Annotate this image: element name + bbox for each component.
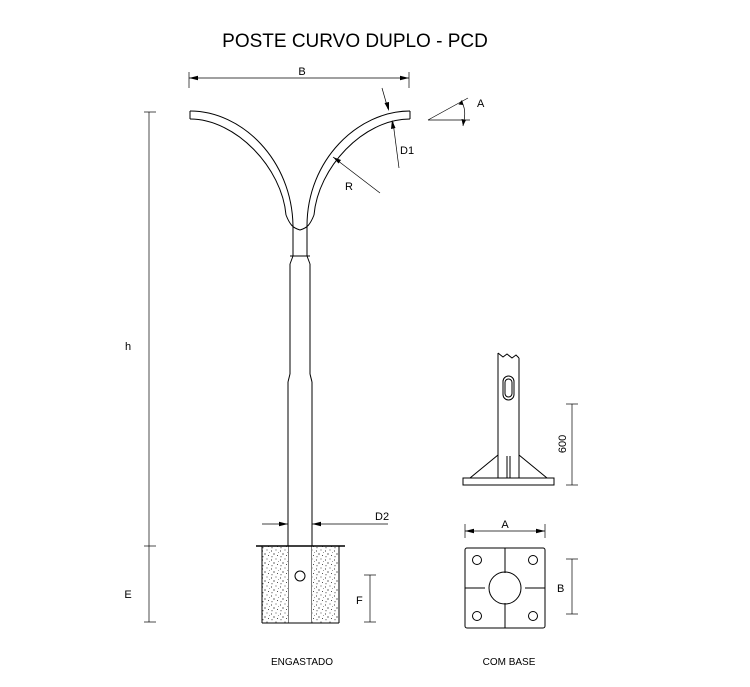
- label-b-base: B: [557, 583, 564, 595]
- label-600: 600: [557, 435, 569, 453]
- base-plate-plan: [464, 547, 546, 629]
- main-pole-view: B: [124, 66, 485, 668]
- dimension-f: F: [356, 574, 376, 623]
- label-r: R: [345, 181, 353, 193]
- dimension-a-base: A: [464, 519, 546, 538]
- label-f: F: [356, 595, 363, 607]
- angle-a: A: [427, 97, 485, 127]
- label-h: h: [125, 341, 131, 353]
- dimension-b-base: B: [557, 558, 578, 615]
- label-a-base: A: [501, 519, 509, 531]
- caption-com-base: COM BASE: [483, 657, 536, 668]
- label-a-angle: A: [477, 98, 485, 110]
- label-d1: D1: [400, 145, 414, 157]
- label-b-top: B: [298, 66, 305, 78]
- base-detail-view: 600 A B: [462, 352, 578, 668]
- foundation: [256, 545, 345, 624]
- dimension-r: R: [332, 156, 381, 194]
- dimension-d1: D1: [381, 87, 414, 169]
- drawing-title: POSTE CURVO DUPLO - PCD: [222, 31, 488, 52]
- dimension-h-e: h E: [124, 111, 156, 623]
- label-e: E: [124, 589, 131, 601]
- label-d2: D2: [375, 511, 389, 523]
- dimension-600: 600: [557, 403, 578, 486]
- caption-engastado: ENGASTADO: [271, 657, 333, 668]
- dimension-d2: D2: [262, 511, 389, 527]
- curved-arms: [189, 110, 411, 257]
- dimension-b-top: B: [188, 66, 410, 88]
- base-side-elevation: [462, 352, 555, 486]
- pole-shaft: [287, 255, 313, 623]
